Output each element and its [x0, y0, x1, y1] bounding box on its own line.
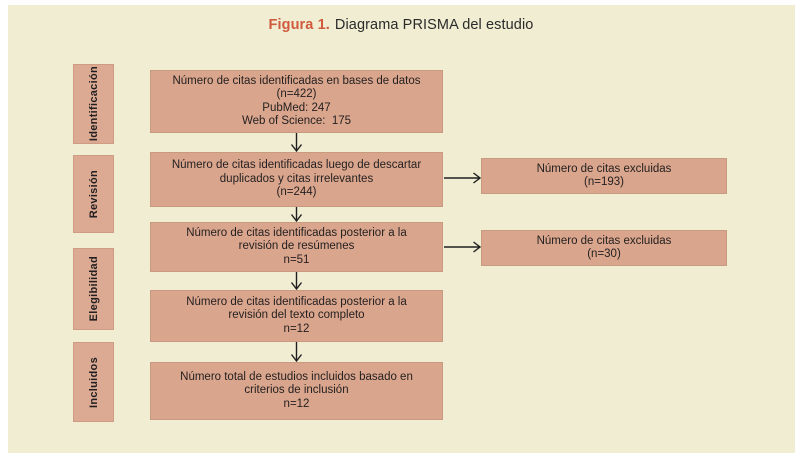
flow-box-line: Número de citas identificadas en bases d…: [172, 74, 421, 87]
figure-caption: Diagrama PRISMA del estudio: [334, 17, 534, 33]
stage-label-incluidos: Incluidos: [87, 356, 100, 408]
flow-box-line: revisión de resúmenes: [238, 240, 355, 253]
down-arrow-icon: [288, 342, 305, 362]
excluded-box-count: (n=193): [584, 176, 624, 188]
figure-title: Figura 1.Diagrama PRISMA del estudio: [0, 17, 802, 33]
flow-box-line: duplicados y citas irrelevantes: [219, 172, 374, 185]
down-arrow-icon: [288, 272, 305, 290]
stage-box-incluidos: Incluidos: [73, 342, 114, 422]
excluded-box-count: (n=30): [587, 248, 621, 260]
stage-label-identificacion: Identificación: [87, 66, 100, 142]
excluded-box-193: Número de citas excluidas (n=193): [481, 158, 727, 194]
excluded-box-line: Número de citas excluidas: [536, 234, 672, 247]
stage-label-elegibilidad: Elegibilidad: [87, 256, 100, 322]
flow-box-line: Número total de estudios incluidos basad…: [180, 370, 413, 383]
flow-box-line: Número de citas identificadas posterior …: [186, 295, 407, 308]
flow-box-line: criterios de inclusión: [244, 384, 349, 397]
flow-box-count: n=51: [283, 253, 310, 266]
flow-box-included: Número total de estudios incluidos basad…: [150, 362, 443, 420]
flow-box-identified: Número de citas identificadas en bases d…: [150, 70, 443, 133]
figure-number: Figura 1.: [268, 17, 330, 33]
flow-box-line: Web of Science: 175: [241, 115, 352, 127]
flow-box-count: n=12: [283, 322, 310, 335]
flow-box-deduplicated: Número de citas identificadas luego de d…: [150, 152, 443, 207]
excluded-box-line: Número de citas excluidas: [536, 162, 672, 175]
stage-box-elegibilidad: Elegibilidad: [73, 248, 114, 330]
stage-box-revision: Revisión: [73, 155, 114, 233]
flow-box-abstract-review: Número de citas identificadas posterior …: [150, 222, 443, 272]
right-arrow-icon: [444, 239, 481, 255]
stage-label-revision: Revisión: [87, 169, 100, 219]
right-arrow-icon: [444, 170, 481, 186]
flow-box-line: Número de citas identificadas luego de d…: [171, 159, 422, 172]
stage-box-identificacion: Identificación: [73, 64, 114, 144]
flow-box-line: revisión del texto completo: [228, 309, 365, 322]
down-arrow-icon: [288, 207, 305, 222]
flow-box-count: n=12: [283, 397, 310, 410]
flow-box-fulltext-review: Número de citas identificadas posterior …: [150, 290, 443, 342]
flow-box-line: Número de citas identificadas posterior …: [186, 226, 407, 239]
down-arrow-icon: [288, 133, 305, 152]
flow-box-count: (n=244): [276, 186, 317, 199]
flow-box-line: PubMed: 247: [262, 101, 331, 114]
flow-box-count: (n=422): [276, 88, 317, 100]
excluded-box-30: Número de citas excluidas (n=30): [481, 230, 727, 266]
